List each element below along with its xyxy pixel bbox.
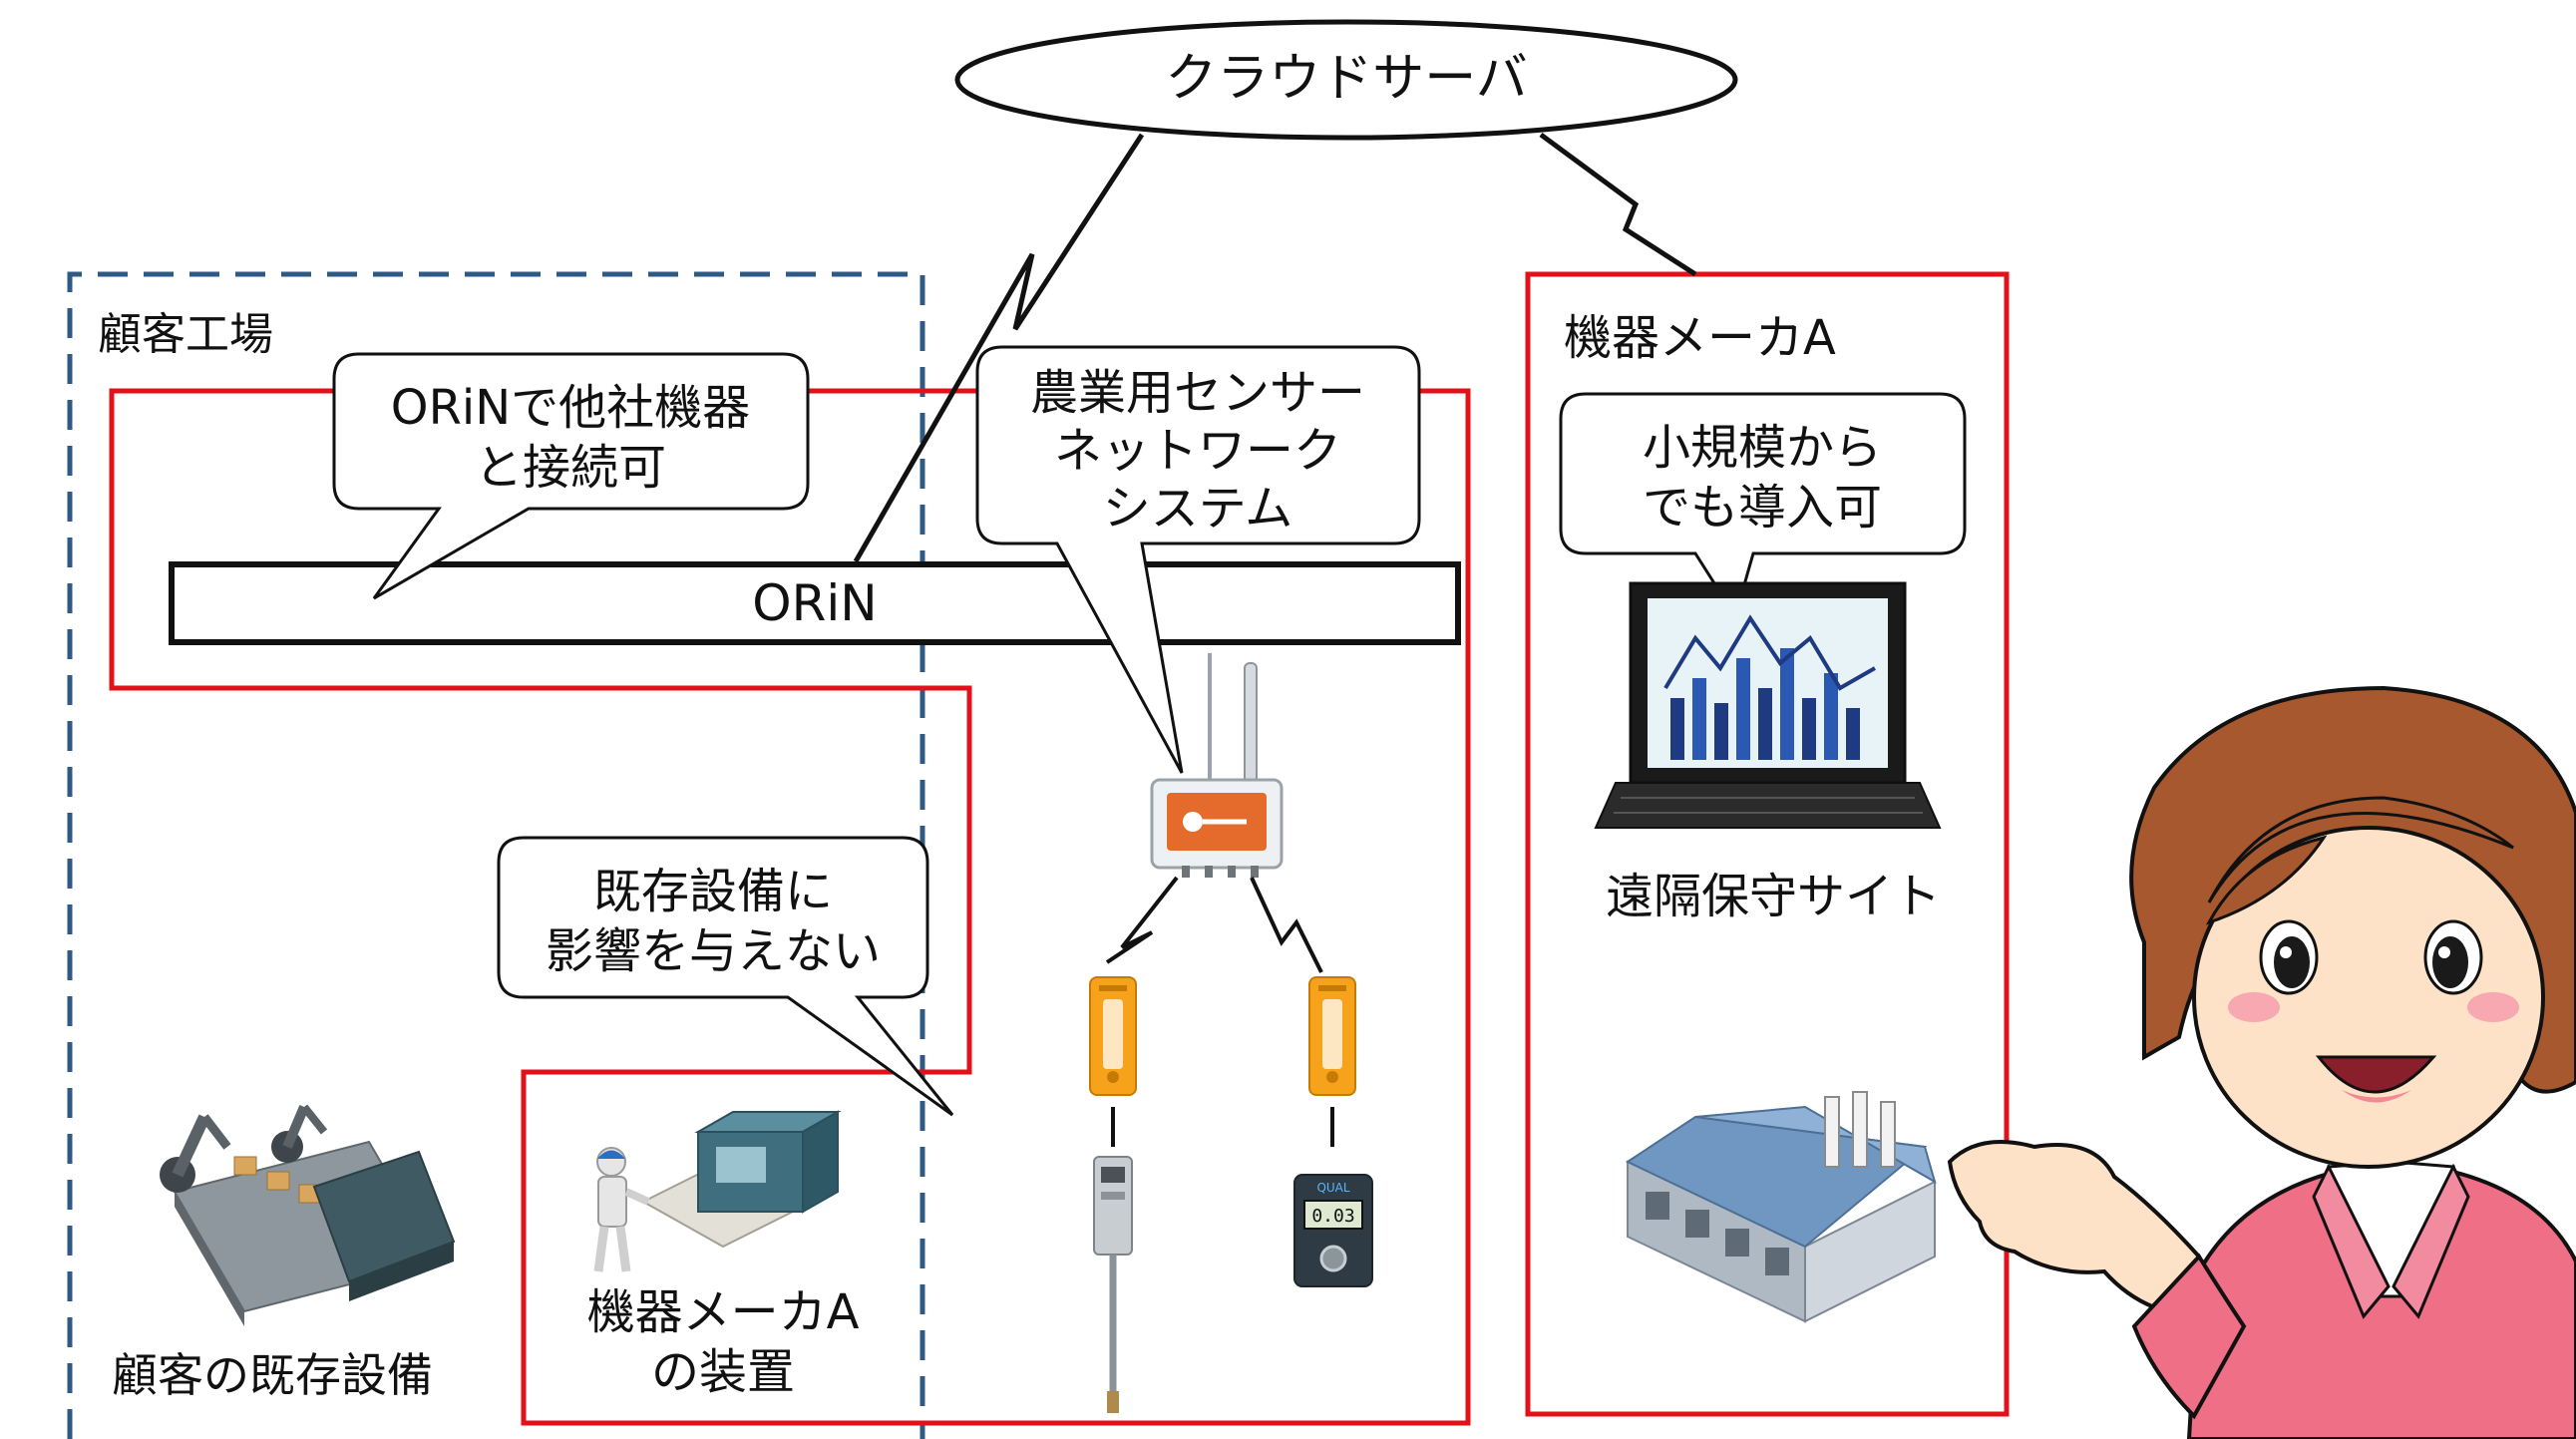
callout-sensor-line2: ネットワーク — [1054, 423, 1341, 479]
callout-orin — [332, 352, 810, 600]
meter-value: 0.03 — [1311, 1206, 1354, 1227]
remote-site-label: 遠隔保守サイト — [1606, 869, 1941, 924]
callout-existing — [497, 836, 954, 1117]
maker-a-red-frame — [1525, 271, 2010, 1417]
presenter-woman-illustration — [1947, 685, 2576, 1439]
maker-device-line2: の装置 — [651, 1344, 795, 1400]
callout-orin-line1: ORiNで他社機器 — [391, 380, 750, 436]
cloud-server-label: クラウドサーバ — [1165, 49, 1527, 109]
customer-factory-label: 顧客工場 — [98, 309, 273, 360]
maker-a-label: 機器メーカA — [1564, 310, 1836, 366]
callout-sensor-line3: システム — [1103, 481, 1293, 537]
wireless-link-right — [1250, 877, 1323, 973]
cloud-server-ellipse — [954, 19, 1738, 141]
laptop-icon — [1594, 581, 1942, 829]
callout-small-line2: でも導入可 — [1643, 480, 1882, 536]
sensor-gateway-icon — [1150, 653, 1284, 878]
orin-bar-label: ORiN — [752, 574, 877, 632]
callout-orin-line2: と接続可 — [475, 440, 666, 496]
meter-icon: QUAL 0.03 — [1293, 1174, 1373, 1287]
maker-device-line1: 機器メーカA — [587, 1284, 860, 1340]
soil-probe-icon — [1093, 1156, 1133, 1413]
callout-sensor-line1: 農業用センサー — [1030, 365, 1365, 421]
maker-device-icon — [593, 1110, 842, 1272]
callout-small-line1: 小規模から — [1643, 420, 1882, 476]
factory-building-icon — [1625, 1091, 1937, 1323]
sensor-node-right-icon — [1308, 976, 1356, 1096]
robot-conveyor-icon — [160, 1104, 456, 1326]
orin-bar — [169, 561, 1461, 645]
callout-sensor — [975, 345, 1421, 774]
orin-red-frame — [109, 388, 1471, 1426]
wireless-link-left — [1105, 876, 1179, 964]
customer-equipment-label: 顧客の既存設備 — [112, 1348, 433, 1402]
cloud-to-orin-link — [853, 133, 1145, 563]
cloud-to-maker-link — [1539, 132, 1697, 277]
callout-existing-line2: 影響を与えない — [546, 923, 881, 979]
callout-existing-line1: 既存設備に — [593, 864, 833, 919]
meter-brand: QUAL — [1316, 1181, 1349, 1195]
sensor-node-left-icon — [1089, 976, 1137, 1096]
